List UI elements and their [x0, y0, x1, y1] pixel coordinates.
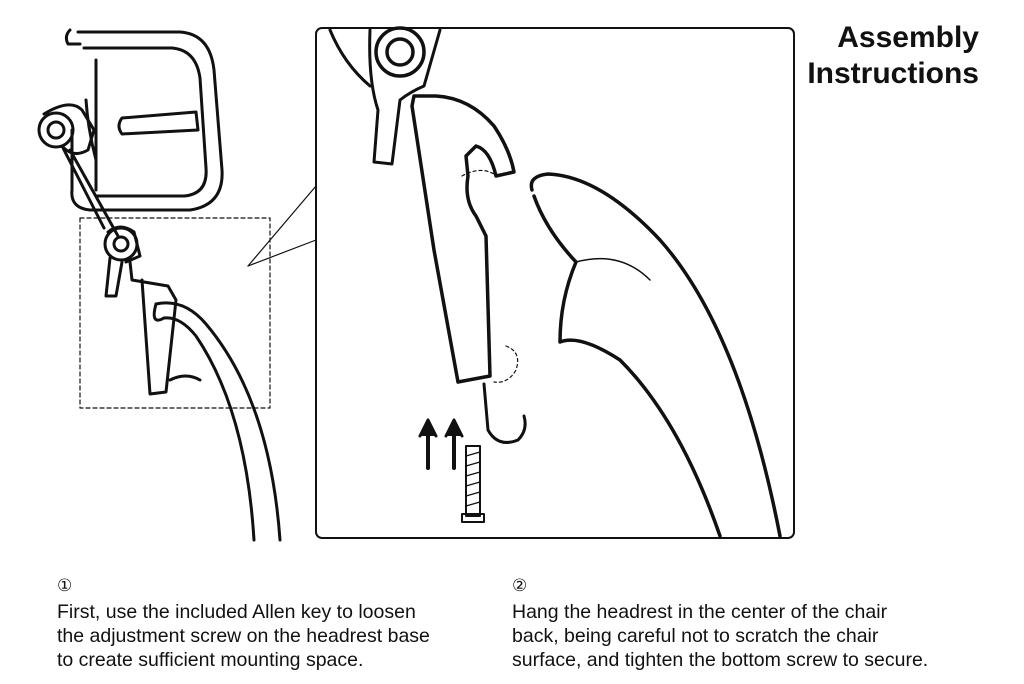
step-2-line-1: Hang the headrest in the center of the c… — [512, 601, 888, 623]
mount-bracket-small — [103, 225, 178, 396]
chair-back-small — [152, 301, 282, 542]
step-1-text: ① First, use the included Allen key to l… — [57, 574, 430, 672]
step-1-line-3: to create sufficient mounting space. — [57, 649, 364, 671]
document-title: Assembly Instructions — [807, 20, 979, 92]
step-2-text: ② Hang the headrest in the center of the… — [512, 574, 928, 672]
step-2-line-2: back, being careful not to scratch the c… — [512, 625, 879, 647]
step-1-line-2: the adjustment screw on the headrest bas… — [57, 625, 430, 647]
detail-artwork — [328, 26, 782, 538]
headrest-frame-illustration — [64, 28, 224, 212]
detail-panel — [315, 27, 795, 539]
assembly-illustration — [37, 26, 795, 542]
step-1-line-1: First, use the included Allen key to loo… — [57, 601, 416, 623]
title-line-1: Assembly — [837, 21, 979, 54]
step-1-number: ① — [57, 576, 73, 595]
title-line-2: Instructions — [807, 57, 979, 90]
detail-selection-box — [79, 217, 271, 409]
headrest-pivot-ring-left — [37, 103, 120, 238]
step-2-line-3: surface, and tighten the bottom screw to… — [512, 649, 929, 671]
step-2-number: ② — [512, 576, 528, 595]
